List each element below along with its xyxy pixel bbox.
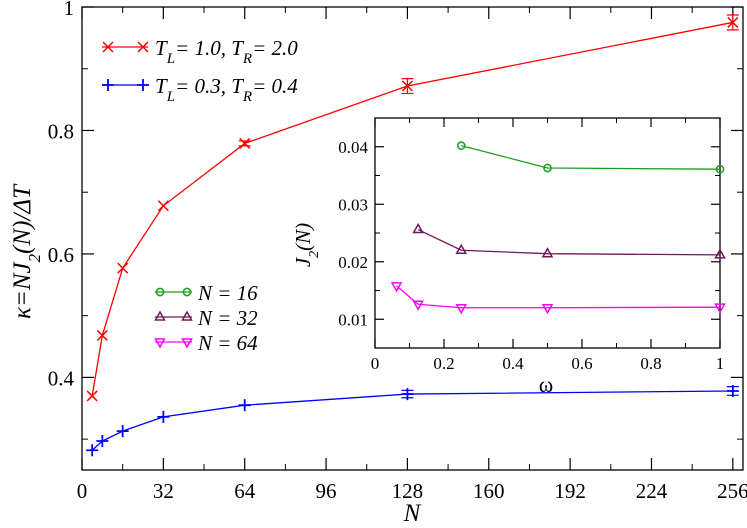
inset-data-point: [412, 223, 424, 234]
inset-legend-marker-1: [154, 310, 166, 321]
inset-legend: N = 16N = 32N = 64: [154, 281, 258, 355]
inset-data-point: [715, 164, 725, 174]
x-tick-label: 256: [717, 479, 747, 503]
x-tick-label: 192: [554, 479, 586, 503]
inset-y-tick-label: 0.04: [338, 138, 368, 157]
inset-y-tick-label: 0.01: [338, 310, 368, 329]
inset-legend-marker-1: [181, 310, 193, 321]
inset-legend-marker-2: [181, 338, 193, 349]
inset-plot-frame: [374, 117, 721, 349]
inset-x-tick-label: 0: [371, 354, 380, 373]
legend-marker-1: [137, 79, 149, 91]
inset-legend-marker-0: [155, 287, 165, 297]
inset-y-tick-label: 0.03: [338, 195, 368, 214]
inset-data-point: [541, 247, 554, 258]
x-tick-label: 0: [77, 479, 88, 503]
data-point: [401, 80, 413, 92]
data-point: [239, 137, 251, 149]
inset-x-tick-label: 0.8: [640, 354, 661, 373]
inset-data-point: [455, 304, 468, 315]
inset-x-tick-label: 1: [716, 354, 725, 373]
data-point: [96, 434, 109, 447]
x-tick-label: 160: [473, 479, 505, 503]
legend-marker-0: [137, 41, 149, 53]
data-point: [727, 16, 739, 28]
x-tick-label: 32: [153, 479, 174, 503]
inset-data-point: [541, 304, 554, 315]
data-point: [726, 384, 739, 397]
inset-x-tick-label: 0.6: [571, 354, 592, 373]
inset-data-point: [456, 141, 466, 150]
inset-data-point: [390, 282, 403, 293]
legend-marker-0: [102, 41, 114, 53]
inset-data-point: [455, 243, 468, 254]
data-point: [117, 262, 129, 274]
inset-series-line-2: [396, 285, 721, 309]
legend-marker-1: [102, 79, 114, 91]
inset-data-point: [714, 303, 726, 314]
y-tick-label: 0.4: [48, 366, 75, 390]
y-tick-label: 1: [64, 0, 75, 20]
data-point: [86, 390, 98, 402]
x-tick-label: 224: [636, 479, 668, 503]
x-tick-label: 64: [234, 479, 256, 503]
legend-label-1: TL= 0.3, TR= 0.4: [155, 74, 298, 105]
x-axis-title: N: [403, 500, 422, 527]
inset-series-line-1: [417, 228, 721, 256]
inset-data-point: [714, 248, 726, 259]
data-point: [157, 410, 170, 423]
y-tick-label: 0.8: [48, 119, 74, 143]
inset-legend-label-0: N = 16: [197, 281, 258, 305]
inset-x-tick-label: 0.4: [502, 354, 524, 373]
y-axis-title: κ=NJ2(N)/ΔT: [9, 183, 44, 319]
inset-legend-marker-0: [182, 287, 192, 297]
data-point: [116, 425, 129, 438]
data-point: [86, 444, 99, 457]
x-tick-label: 96: [316, 479, 337, 503]
inset-x-axis-title: ω: [539, 372, 553, 397]
data-point: [401, 388, 414, 401]
data-point: [96, 329, 108, 341]
inset-legend-marker-2: [154, 338, 166, 349]
inset-legend-label-2: N = 64: [197, 331, 258, 355]
legend-label-0: TL= 1.0, TR= 2.0: [155, 36, 298, 67]
data-point: [238, 399, 251, 412]
x-tick-label: 128: [392, 479, 424, 503]
inset-x-tick-label: 0.2: [433, 354, 454, 373]
y-tick-label: 0.6: [48, 243, 74, 267]
inset-data-point: [412, 300, 424, 311]
inset-series-line-0: [461, 144, 721, 170]
legend: TL= 1.0, TR= 2.0TL= 0.3, TR= 0.4: [102, 36, 298, 105]
inset-y-axis-title: J2(N): [291, 223, 322, 267]
inset-legend-label-1: N = 32: [197, 306, 258, 330]
inset-data-point: [543, 163, 552, 173]
data-point: [157, 200, 169, 212]
inset-y-tick-label: 0.02: [338, 253, 368, 272]
